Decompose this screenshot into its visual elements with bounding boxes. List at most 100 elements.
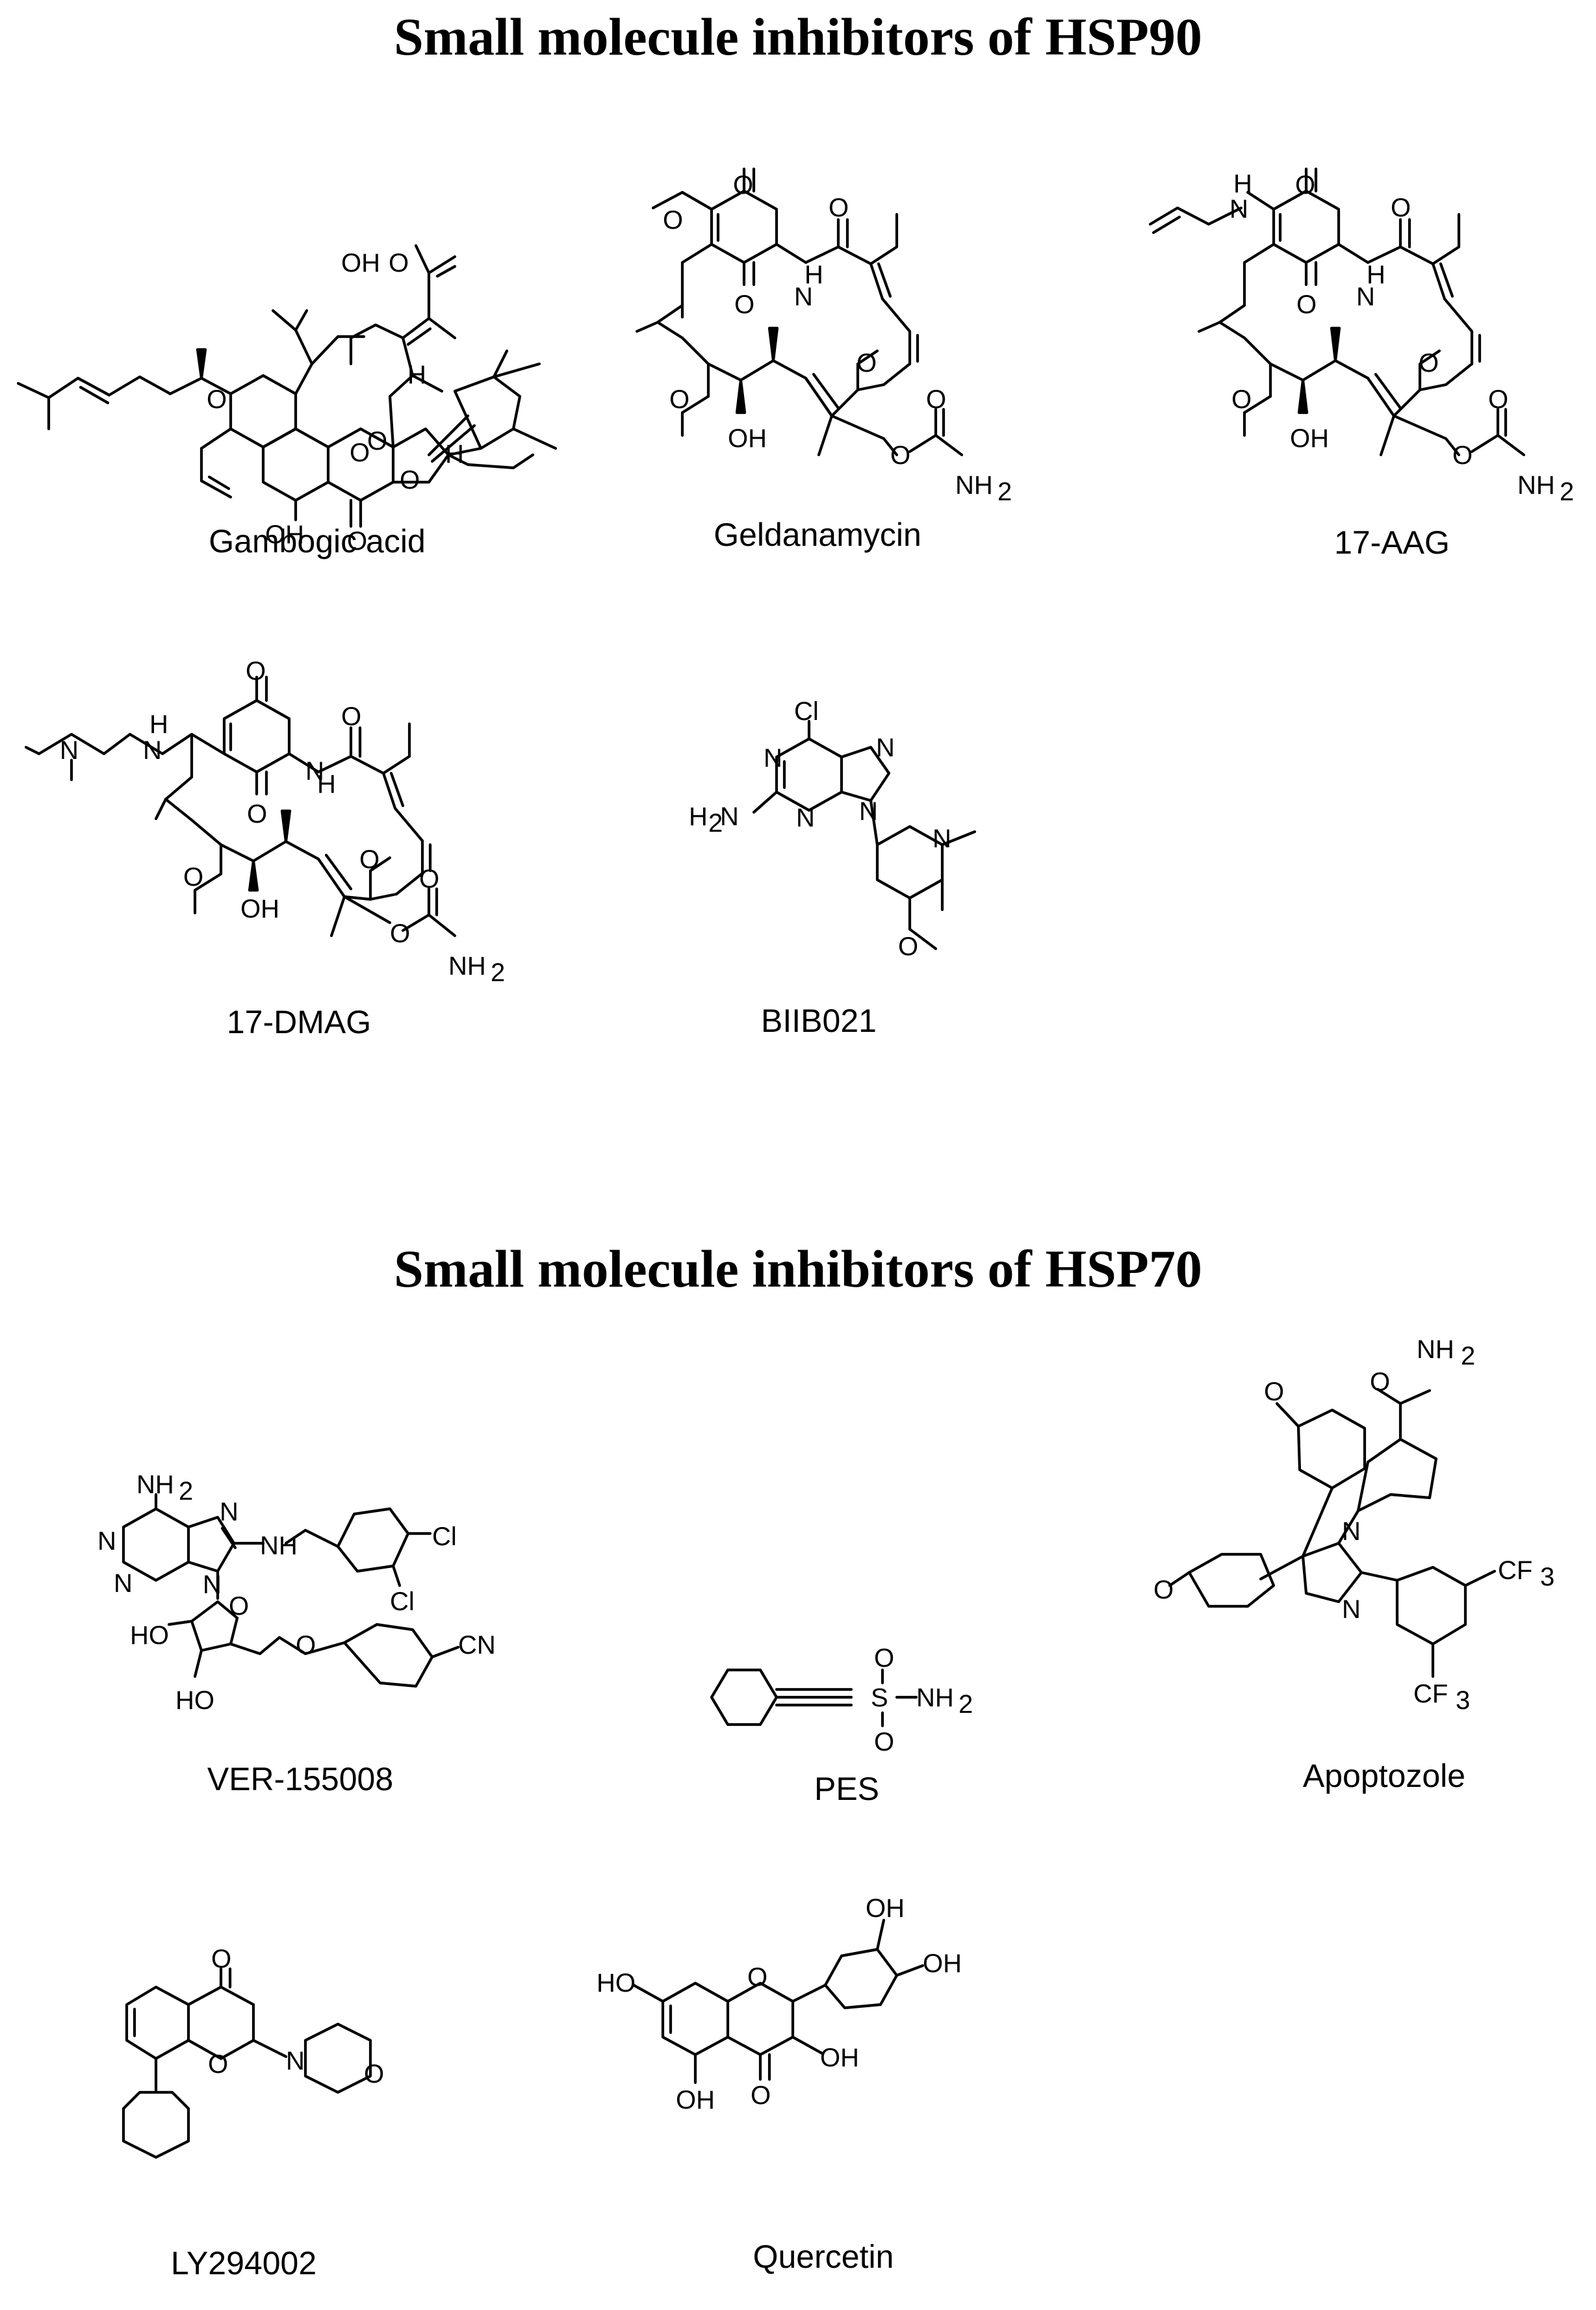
atom-label: O — [874, 1644, 894, 1673]
atom-label: NH — [955, 471, 993, 500]
atom-label: O — [856, 349, 877, 378]
atom-label: OH — [265, 520, 304, 549]
atom-label: 2 — [179, 1477, 193, 1506]
structure-ver-155008: NH 2 N N N N NH Cl Cl O O HO HO CN VER-1… — [97, 1470, 496, 1797]
compound-name-ly294002: LY294002 — [171, 2245, 316, 2281]
structure-biib021: Cl N N N N N O H 2 N BIIB021 — [689, 697, 977, 1039]
atom-label: N — [1356, 283, 1375, 311]
atom-label: N — [143, 736, 162, 765]
atom-label: CF — [1413, 1680, 1448, 1708]
compound-name-apoptozole: Apoptozole — [1303, 1758, 1465, 1794]
structure-17-aag: O O H N O H N O OH O O O NH 2 17-AAG — [1148, 167, 1574, 561]
structure-gambogic-acid: O OH O O OH O O O H H Gambogic acid — [16, 244, 558, 559]
atom-label: O — [347, 527, 367, 556]
atom-label: O — [1264, 1378, 1284, 1406]
atom-label: N — [1229, 195, 1248, 224]
atom-label: O — [359, 845, 380, 874]
atom-label: OH — [240, 895, 279, 923]
atom-label: O — [364, 2060, 384, 2088]
atom-label: O — [663, 206, 683, 235]
compound-name-pes: PES — [814, 1771, 879, 1807]
atom-label: 3 — [1456, 1686, 1470, 1715]
atom-label: Cl — [432, 1522, 457, 1551]
atom-label: O — [1153, 1576, 1174, 1604]
atom-label: N — [764, 744, 782, 773]
atom-label: N — [720, 802, 739, 831]
atom-label: O — [1391, 194, 1411, 222]
atom-label: O — [367, 427, 387, 456]
atom-label: N — [859, 797, 878, 826]
atom-label: OH — [820, 2044, 859, 2072]
atom-label: H — [317, 770, 336, 799]
atom-label: 3 — [1540, 1563, 1554, 1591]
compound-name-gambogic-acid: Gambogic acid — [209, 523, 426, 559]
heading-hsp90: Small molecule inhibitors of HSP90 — [394, 7, 1202, 66]
atom-label: O — [389, 249, 409, 277]
atom-label: OH — [676, 2086, 715, 2114]
atom-label: HO — [130, 1621, 169, 1650]
atom-label: O — [734, 290, 754, 319]
structure-17-dmag: O O H N N O H N O OH O O O NH 2 17-DMAG — [24, 657, 505, 1040]
structure-geldanamycin: O O O O H N O OH O O O NH 2 Geldanamycin — [635, 167, 1012, 553]
atom-label: NH — [448, 952, 486, 981]
atom-label: O — [246, 657, 266, 686]
atom-label: O — [733, 171, 753, 199]
atom-label: O — [669, 385, 689, 414]
atom-label: O — [1488, 385, 1508, 414]
atom-label: NH — [136, 1470, 174, 1499]
atom-label: O — [419, 865, 439, 893]
atom-label: OH — [728, 424, 767, 453]
atom-label: N — [60, 736, 79, 765]
atom-label: N — [794, 283, 813, 311]
atom-label: O — [751, 2081, 771, 2110]
atom-label: S — [871, 1684, 888, 1712]
atom-label: CF — [1498, 1556, 1532, 1585]
atom-label: O — [341, 702, 361, 731]
atom-label: HO — [597, 1969, 636, 1997]
atom-label: Cl — [390, 1587, 415, 1616]
atom-label: H — [1233, 170, 1252, 198]
structure-apoptozole: O NH 2 O O N N CF 3 CF 3 Apoptozole — [1153, 1335, 1554, 1794]
atom-label: Cl — [794, 697, 819, 726]
atom-label: N — [114, 1569, 133, 1598]
compound-name-ver-155008: VER-155008 — [207, 1761, 393, 1797]
atom-label: 2 — [1560, 478, 1574, 506]
structure-pes: O S O NH 2 PES — [710, 1644, 973, 1807]
atom-label: N — [97, 1527, 116, 1556]
atom-label: O — [183, 863, 203, 892]
atom-label: O — [207, 385, 227, 414]
atom-label: O — [229, 1592, 249, 1621]
atom-label: O — [890, 441, 910, 470]
atom-label: NH — [1417, 1335, 1454, 1364]
atom-label: O — [350, 439, 370, 467]
compound-name-biib021: BIIB021 — [761, 1003, 877, 1039]
atom-label: O — [1295, 171, 1315, 199]
compound-name-17-aag: 17-AAG — [1334, 524, 1450, 561]
atom-label: O — [898, 932, 918, 961]
atom-label: O — [400, 466, 420, 494]
atom-label: O — [1296, 290, 1317, 319]
atom-label: 2 — [708, 809, 723, 838]
atom-label: N — [1342, 1595, 1361, 1624]
atom-label: O — [1231, 385, 1252, 414]
atom-label: N — [796, 804, 815, 832]
atom-label: O — [211, 1945, 231, 1973]
atom-label: O — [747, 1963, 767, 1992]
atom-label: N — [305, 757, 324, 786]
atom-label: O — [247, 800, 267, 828]
atom-label: OH — [341, 249, 380, 277]
atom-label: OH — [923, 1949, 962, 1978]
atom-label: O — [208, 2050, 228, 2079]
atom-label: 2 — [491, 958, 505, 987]
atom-label: 2 — [1461, 1342, 1475, 1370]
atom-label: NH — [260, 1532, 298, 1560]
structure-ly294002: O O N O LY294002 — [122, 1945, 384, 2281]
atom-label: O — [296, 1631, 316, 1660]
atom-label: HO — [175, 1686, 214, 1715]
compound-name-quercetin: Quercetin — [753, 2239, 894, 2275]
atom-label: OH — [1290, 424, 1329, 453]
atom-label: N — [1342, 1517, 1361, 1546]
atom-label: N — [203, 1571, 222, 1599]
atom-label: O — [1452, 441, 1473, 470]
